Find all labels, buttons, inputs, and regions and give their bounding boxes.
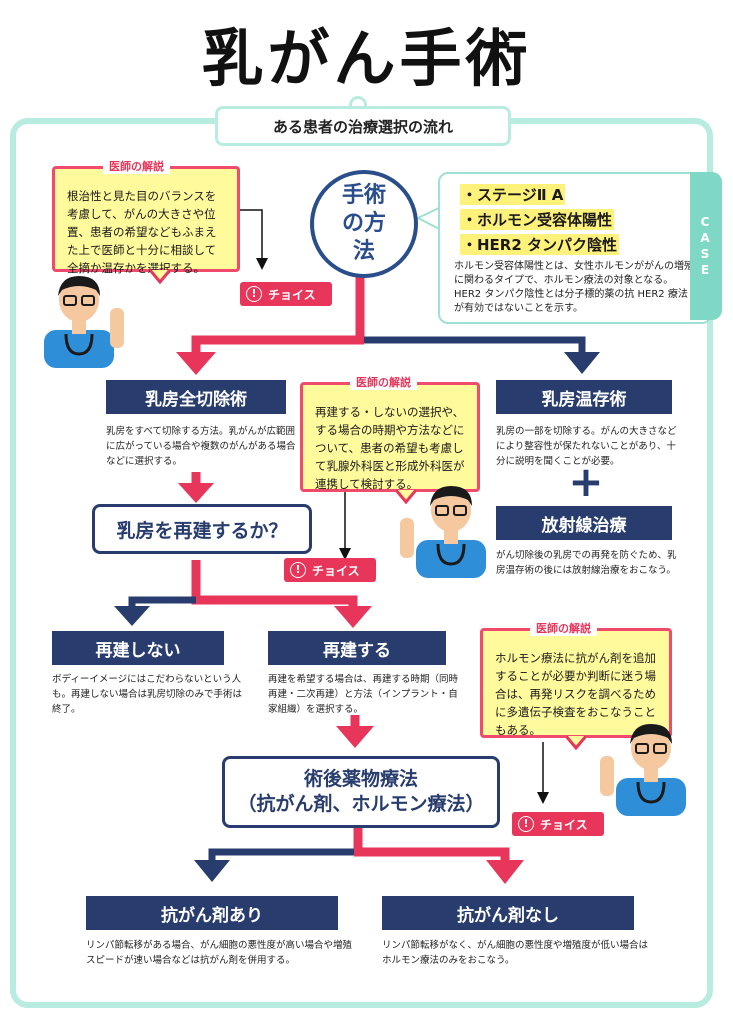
choice-badge: !チョイス bbox=[512, 812, 604, 836]
note1-tail bbox=[150, 270, 170, 284]
node-chemo-yes-desc: リンパ節転移がある場合、がん細胞の悪性度が高い場合や増殖スピードが速い場合などは… bbox=[86, 940, 353, 966]
arrow-to-conserving bbox=[364, 336, 586, 355]
node-no-reconstruct: 再建しない bbox=[52, 631, 224, 665]
node-breast-conserving: 乳房温存術 bbox=[496, 380, 672, 414]
choice-badge: !チョイス bbox=[240, 282, 332, 306]
doctor-illustration bbox=[44, 276, 124, 368]
choice-badge: !チョイス bbox=[284, 558, 376, 582]
doctor-note-label: 医師の解説 bbox=[530, 620, 597, 636]
postop-line2: （抗がん剤、ホルモン療法） bbox=[237, 793, 485, 815]
node-chemo-yes: 抗がん剤あり bbox=[86, 896, 338, 930]
node-chemo-no: 抗がん剤なし bbox=[382, 896, 634, 930]
flow-header: ある患者の治療選択の流れ bbox=[215, 106, 511, 146]
case-description: ホルモン受容体陽性とは、女性ホルモンががんの増殖に関わるタイプで、ホルモン療法の… bbox=[454, 261, 694, 314]
doctor-note-text: 再建する・しないの選択や、する場合の時期や方法などについて、患者の希望も考慮して… bbox=[315, 405, 465, 491]
start-node-label: 手術の方法 bbox=[341, 183, 386, 264]
choice-label: チョイス bbox=[312, 563, 360, 578]
case-item: ・HER2 タンパク陰性 bbox=[460, 234, 620, 255]
doctor-illustration bbox=[600, 724, 686, 816]
node-no-reconstruct-desc: ボディーイメージにはこだわらないという人も。再建しない場合は乳房切除のみで手術は… bbox=[52, 674, 243, 715]
arrowhead-reconstruct bbox=[334, 606, 372, 628]
start-node-surgery-method: 手術の方法 bbox=[310, 170, 418, 278]
case-box: ・ステージⅡ A ・ホルモン受容体陽性 ・HER2 タンパク陰性 ホルモン受容体… bbox=[438, 172, 712, 324]
node-chemo-no-desc: リンパ節転移がなく、がん細胞の悪性度や増殖度が低い場合はホルモン療法のみをおこな… bbox=[382, 940, 649, 966]
arrowhead-to-question bbox=[178, 483, 214, 503]
node-total-mastectomy-desc: 乳房をすべて切除する方法。乳がんが広範囲に広がっている場合や複数のがんがある場合… bbox=[106, 426, 296, 467]
page-title: 乳がん手術 bbox=[201, 22, 532, 95]
doctor-note-label: 医師の解説 bbox=[350, 374, 417, 390]
choice-label: チョイス bbox=[268, 287, 316, 302]
node-breast-conserving-desc: 乳房の一部を切除する。がんの大きさなどにより整容性が保たれないことがあり、十分に… bbox=[496, 426, 677, 467]
arrow-to-reconstruct bbox=[191, 560, 358, 610]
node-reconstruct: 再建する bbox=[268, 631, 446, 665]
node-total-mastectomy: 乳房全切除術 bbox=[106, 380, 286, 414]
node-radiation: 放射線治療 bbox=[496, 506, 672, 540]
case-item: ・ホルモン受容体陽性 bbox=[460, 209, 615, 230]
doctor-note-text: ホルモン療法に抗がん剤を追加することが必要か判断に迷う場合は、再発リスクを調べる… bbox=[495, 651, 656, 737]
note2-tail bbox=[396, 490, 416, 504]
arrowhead-chemo-yes bbox=[194, 860, 230, 882]
doctor-note-text: 根治性と見た目のバランスを考慮して、がんの大きさや位置、患者の希望などもふまえた… bbox=[67, 189, 217, 275]
note3-tail bbox=[566, 736, 586, 750]
case-item: ・ステージⅡ A bbox=[460, 184, 566, 205]
node-reconstruct-question: 乳房を再建するか？ bbox=[92, 504, 312, 554]
choice-label: チョイス bbox=[540, 817, 588, 832]
node-postop-drug-therapy: 術後薬物療法 （抗がん剤、ホルモン療法） bbox=[222, 756, 500, 828]
doctor-illustration bbox=[400, 486, 486, 578]
plus-sign: + bbox=[568, 457, 604, 506]
doctor-note-2: 再建する・しないの選択や、する場合の時期や方法などについて、患者の希望も考慮して… bbox=[300, 382, 480, 492]
arrowhead-mastectomy bbox=[176, 352, 216, 375]
arrowhead-conserving bbox=[564, 352, 600, 374]
note1-arrowhead bbox=[256, 258, 268, 270]
doctor-note-label: 医師の解説 bbox=[103, 158, 170, 174]
doctor-note-1: 根治性と見た目のバランスを考慮して、がんの大きさや位置、患者の希望などもふまえた… bbox=[52, 166, 240, 275]
arrow-to-mastectomy bbox=[191, 335, 364, 355]
doctor-note-3: ホルモン療法に抗がん剤を追加することが必要か判断に迷う場合は、再発リスクを調べる… bbox=[480, 628, 672, 738]
node-radiation-desc: がん切除後の乳房での再発を防ぐため、乳房温存術の後には放射線治療をおこなう。 bbox=[496, 550, 677, 576]
postop-line1: 術後薬物療法 bbox=[303, 768, 418, 790]
node-reconstruct-desc: 再建を希望する場合は、再建する時期（同時再建・二次再建）と方法（インプラント・自… bbox=[268, 674, 459, 715]
arrowhead-chemo-no bbox=[486, 860, 524, 884]
arrowhead-no-reconstruct bbox=[114, 606, 150, 626]
